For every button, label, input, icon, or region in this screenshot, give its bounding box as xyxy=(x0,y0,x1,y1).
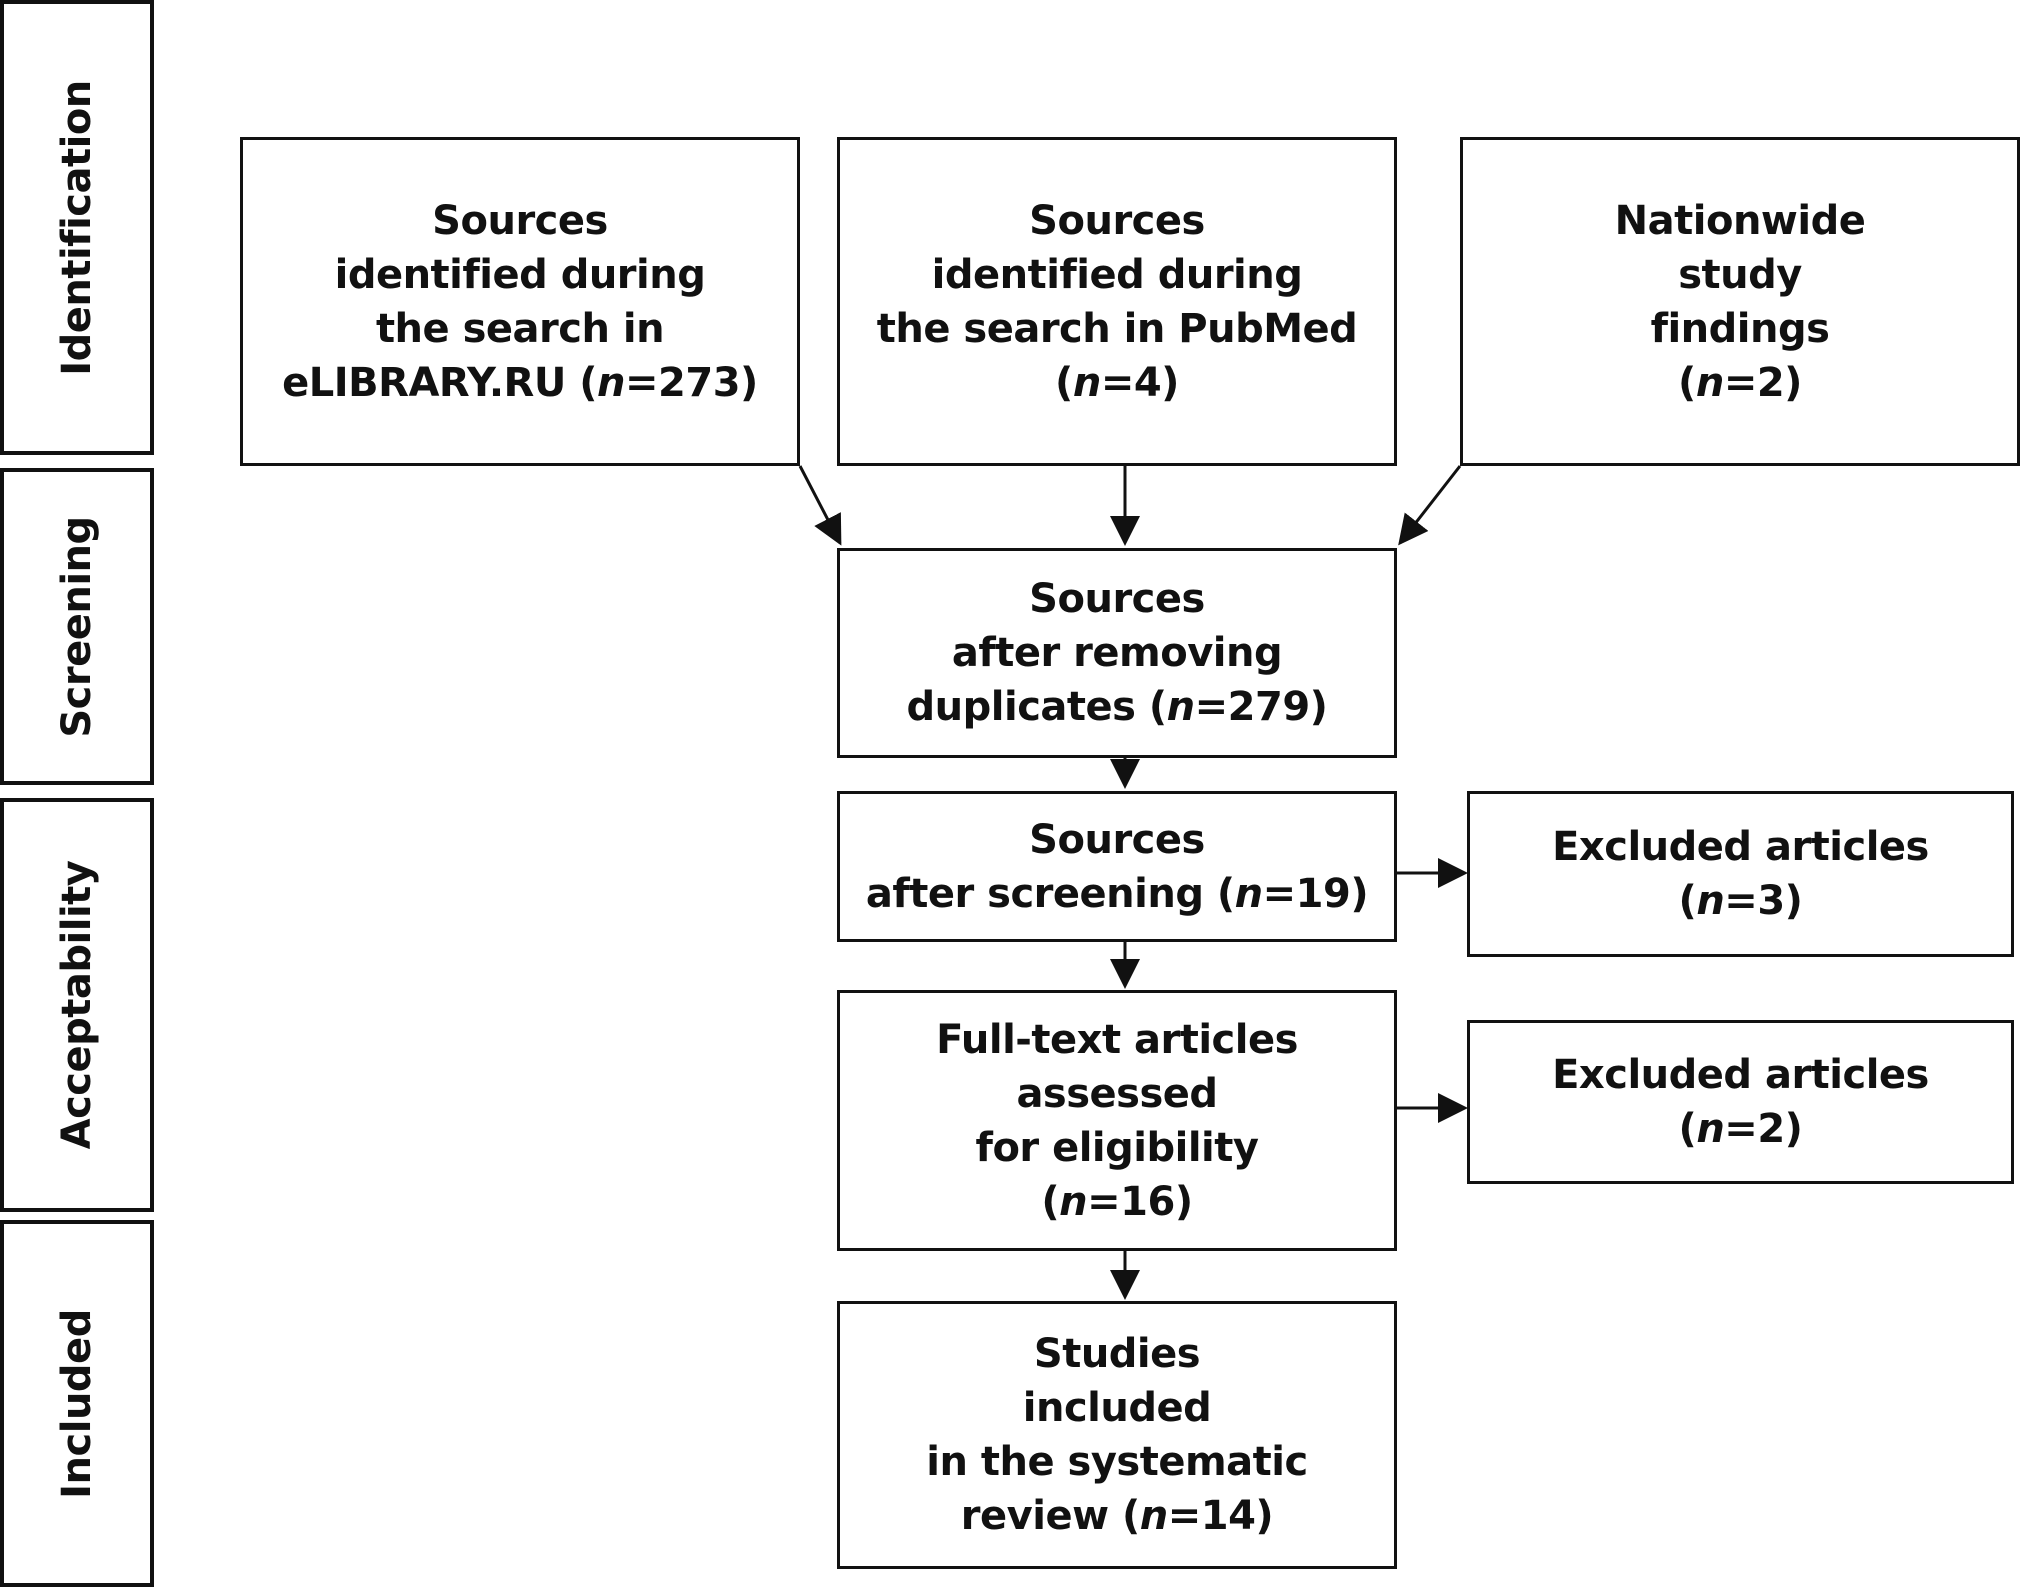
node-text-line: study xyxy=(1678,251,1802,298)
node-text-line: Sources xyxy=(1029,197,1205,244)
n-symbol: n xyxy=(1059,1178,1088,1225)
node-after-screening: Sources after screening (n=19) xyxy=(837,791,1397,942)
node-count-line: (n=3) xyxy=(1552,874,1929,928)
n-symbol: n xyxy=(1139,1493,1168,1539)
count-prefix: eLIBRARY.RU ( xyxy=(282,359,598,406)
node-count-line: eLIBRARY.RU (n=273) xyxy=(282,356,758,410)
count-value: =279) xyxy=(1194,684,1328,730)
stage-included: Included xyxy=(0,1220,154,1587)
node-text-line: included xyxy=(1022,1385,1212,1431)
node-text-line: identified during xyxy=(334,251,706,298)
arrow-elibrary-to-duplicates xyxy=(798,465,842,546)
node-nationwide-findings: Nationwide study findings (n=2) xyxy=(1460,137,2020,466)
node-count-line: (n=16) xyxy=(936,1175,1298,1229)
stage-screening: Screening xyxy=(0,468,154,785)
node-text-line: after removing xyxy=(951,630,1283,676)
node-excluded-articles-1: Excluded articles (n=3) xyxy=(1467,791,2014,957)
count-value: =3) xyxy=(1724,878,1803,924)
n-symbol: n xyxy=(1166,684,1195,730)
count-value: =2) xyxy=(1723,359,1803,406)
node-count-line: duplicates (n=279) xyxy=(907,680,1328,734)
node-text-line: findings xyxy=(1650,305,1830,352)
count-prefix: review ( xyxy=(960,1493,1140,1539)
node-text-line: for eligibility xyxy=(975,1124,1259,1171)
stage-identification: Identification xyxy=(0,0,154,455)
count-value: =14) xyxy=(1167,1493,1274,1539)
node-count-line: (n=4) xyxy=(877,356,1358,410)
node-text-line: in the systematic xyxy=(926,1439,1308,1485)
count-value: =4) xyxy=(1100,359,1180,406)
count-value: =19) xyxy=(1262,870,1369,917)
stage-screening-label: Screening xyxy=(54,515,100,738)
node-excluded-articles-2: Excluded articles (n=2) xyxy=(1467,1020,2014,1184)
node-count-line: (n=2) xyxy=(1615,356,1866,410)
node-elibrary-sources: Sources identified during the search in … xyxy=(240,137,800,466)
n-symbol: n xyxy=(1696,1106,1725,1152)
count-prefix: ( xyxy=(1678,1106,1697,1152)
node-text-line: the search in PubMed xyxy=(876,305,1358,352)
stage-acceptability-label: Acceptability xyxy=(54,860,100,1150)
count-prefix: ( xyxy=(1055,359,1073,406)
n-symbol: n xyxy=(1696,878,1725,924)
node-text-line: assessed xyxy=(1016,1070,1218,1117)
stage-identification-label: Identification xyxy=(54,79,100,376)
node-text-line: Excluded articles xyxy=(1552,1052,1929,1098)
node-text-line: Excluded articles xyxy=(1552,824,1929,870)
stage-included-label: Included xyxy=(54,1308,100,1499)
arrow-nationwide-to-duplicates xyxy=(1398,465,1462,546)
node-count-line: after screening (n=19) xyxy=(865,867,1369,921)
node-pubmed-sources: Sources identified during the search in … xyxy=(837,137,1397,466)
count-prefix: ( xyxy=(1678,359,1696,406)
node-text-line: the search in xyxy=(375,305,665,352)
count-prefix: ( xyxy=(1678,878,1697,924)
n-symbol: n xyxy=(1695,359,1724,406)
node-count-line: review (n=14) xyxy=(926,1489,1307,1543)
node-text-line: Sources xyxy=(1029,816,1205,863)
node-text-line: Nationwide xyxy=(1614,197,1866,244)
node-text-line: Full-text articles xyxy=(936,1016,1298,1063)
n-symbol: n xyxy=(597,359,626,406)
node-studies-included: Studies included in the systematic revie… xyxy=(837,1301,1397,1569)
node-text-line: Sources xyxy=(1029,576,1205,622)
node-count-line: (n=2) xyxy=(1552,1102,1929,1156)
node-after-removing-duplicates: Sources after removing duplicates (n=279… xyxy=(837,548,1397,758)
count-prefix: ( xyxy=(1041,1178,1060,1225)
node-text-line: Studies xyxy=(1033,1331,1201,1377)
node-text-line: Sources xyxy=(432,197,608,244)
node-fulltext-assessed: Full-text articles assessed for eligibil… xyxy=(837,990,1397,1251)
node-text-line: identified during xyxy=(931,251,1303,298)
count-value: =273) xyxy=(625,359,758,406)
n-symbol: n xyxy=(1072,359,1101,406)
count-value: =2) xyxy=(1724,1106,1803,1152)
stage-acceptability: Acceptability xyxy=(0,798,154,1212)
count-value: =16) xyxy=(1087,1178,1193,1225)
n-symbol: n xyxy=(1234,870,1263,917)
count-prefix: after screening ( xyxy=(865,870,1235,917)
count-prefix: duplicates ( xyxy=(906,684,1168,730)
